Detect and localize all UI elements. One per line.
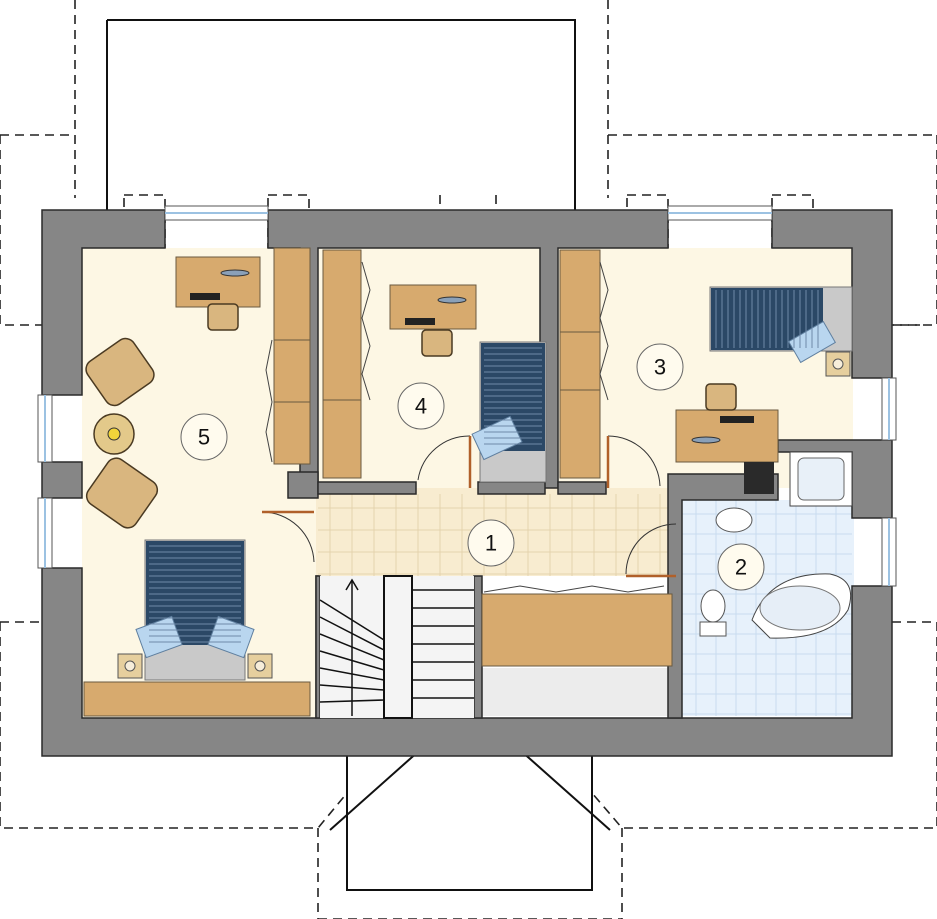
room-label-1: 1 [467, 519, 515, 567]
room-number-3: 3 [654, 355, 666, 380]
room-number-1: 1 [485, 531, 497, 556]
beds [117, 286, 853, 681]
room-label-3: 3 [636, 343, 684, 391]
room-label-4: 4 [397, 382, 445, 430]
windows [37, 205, 897, 587]
room-label-2: 2 [717, 543, 765, 591]
room-number-4: 4 [415, 394, 427, 419]
wardrobes [83, 247, 673, 717]
bathroom-fixtures [699, 451, 853, 639]
hall-tile-grid [318, 494, 668, 576]
room-number-5: 5 [198, 425, 210, 450]
lounge-chairs [85, 337, 159, 529]
dormer-outline [106, 19, 611, 891]
staircase [319, 575, 474, 719]
room-label-5: 5 [180, 413, 228, 461]
room-labels: 1 2 3 4 5 [180, 343, 765, 591]
doors [261, 435, 677, 578]
room-number-2: 2 [735, 555, 747, 580]
desks [175, 256, 779, 463]
